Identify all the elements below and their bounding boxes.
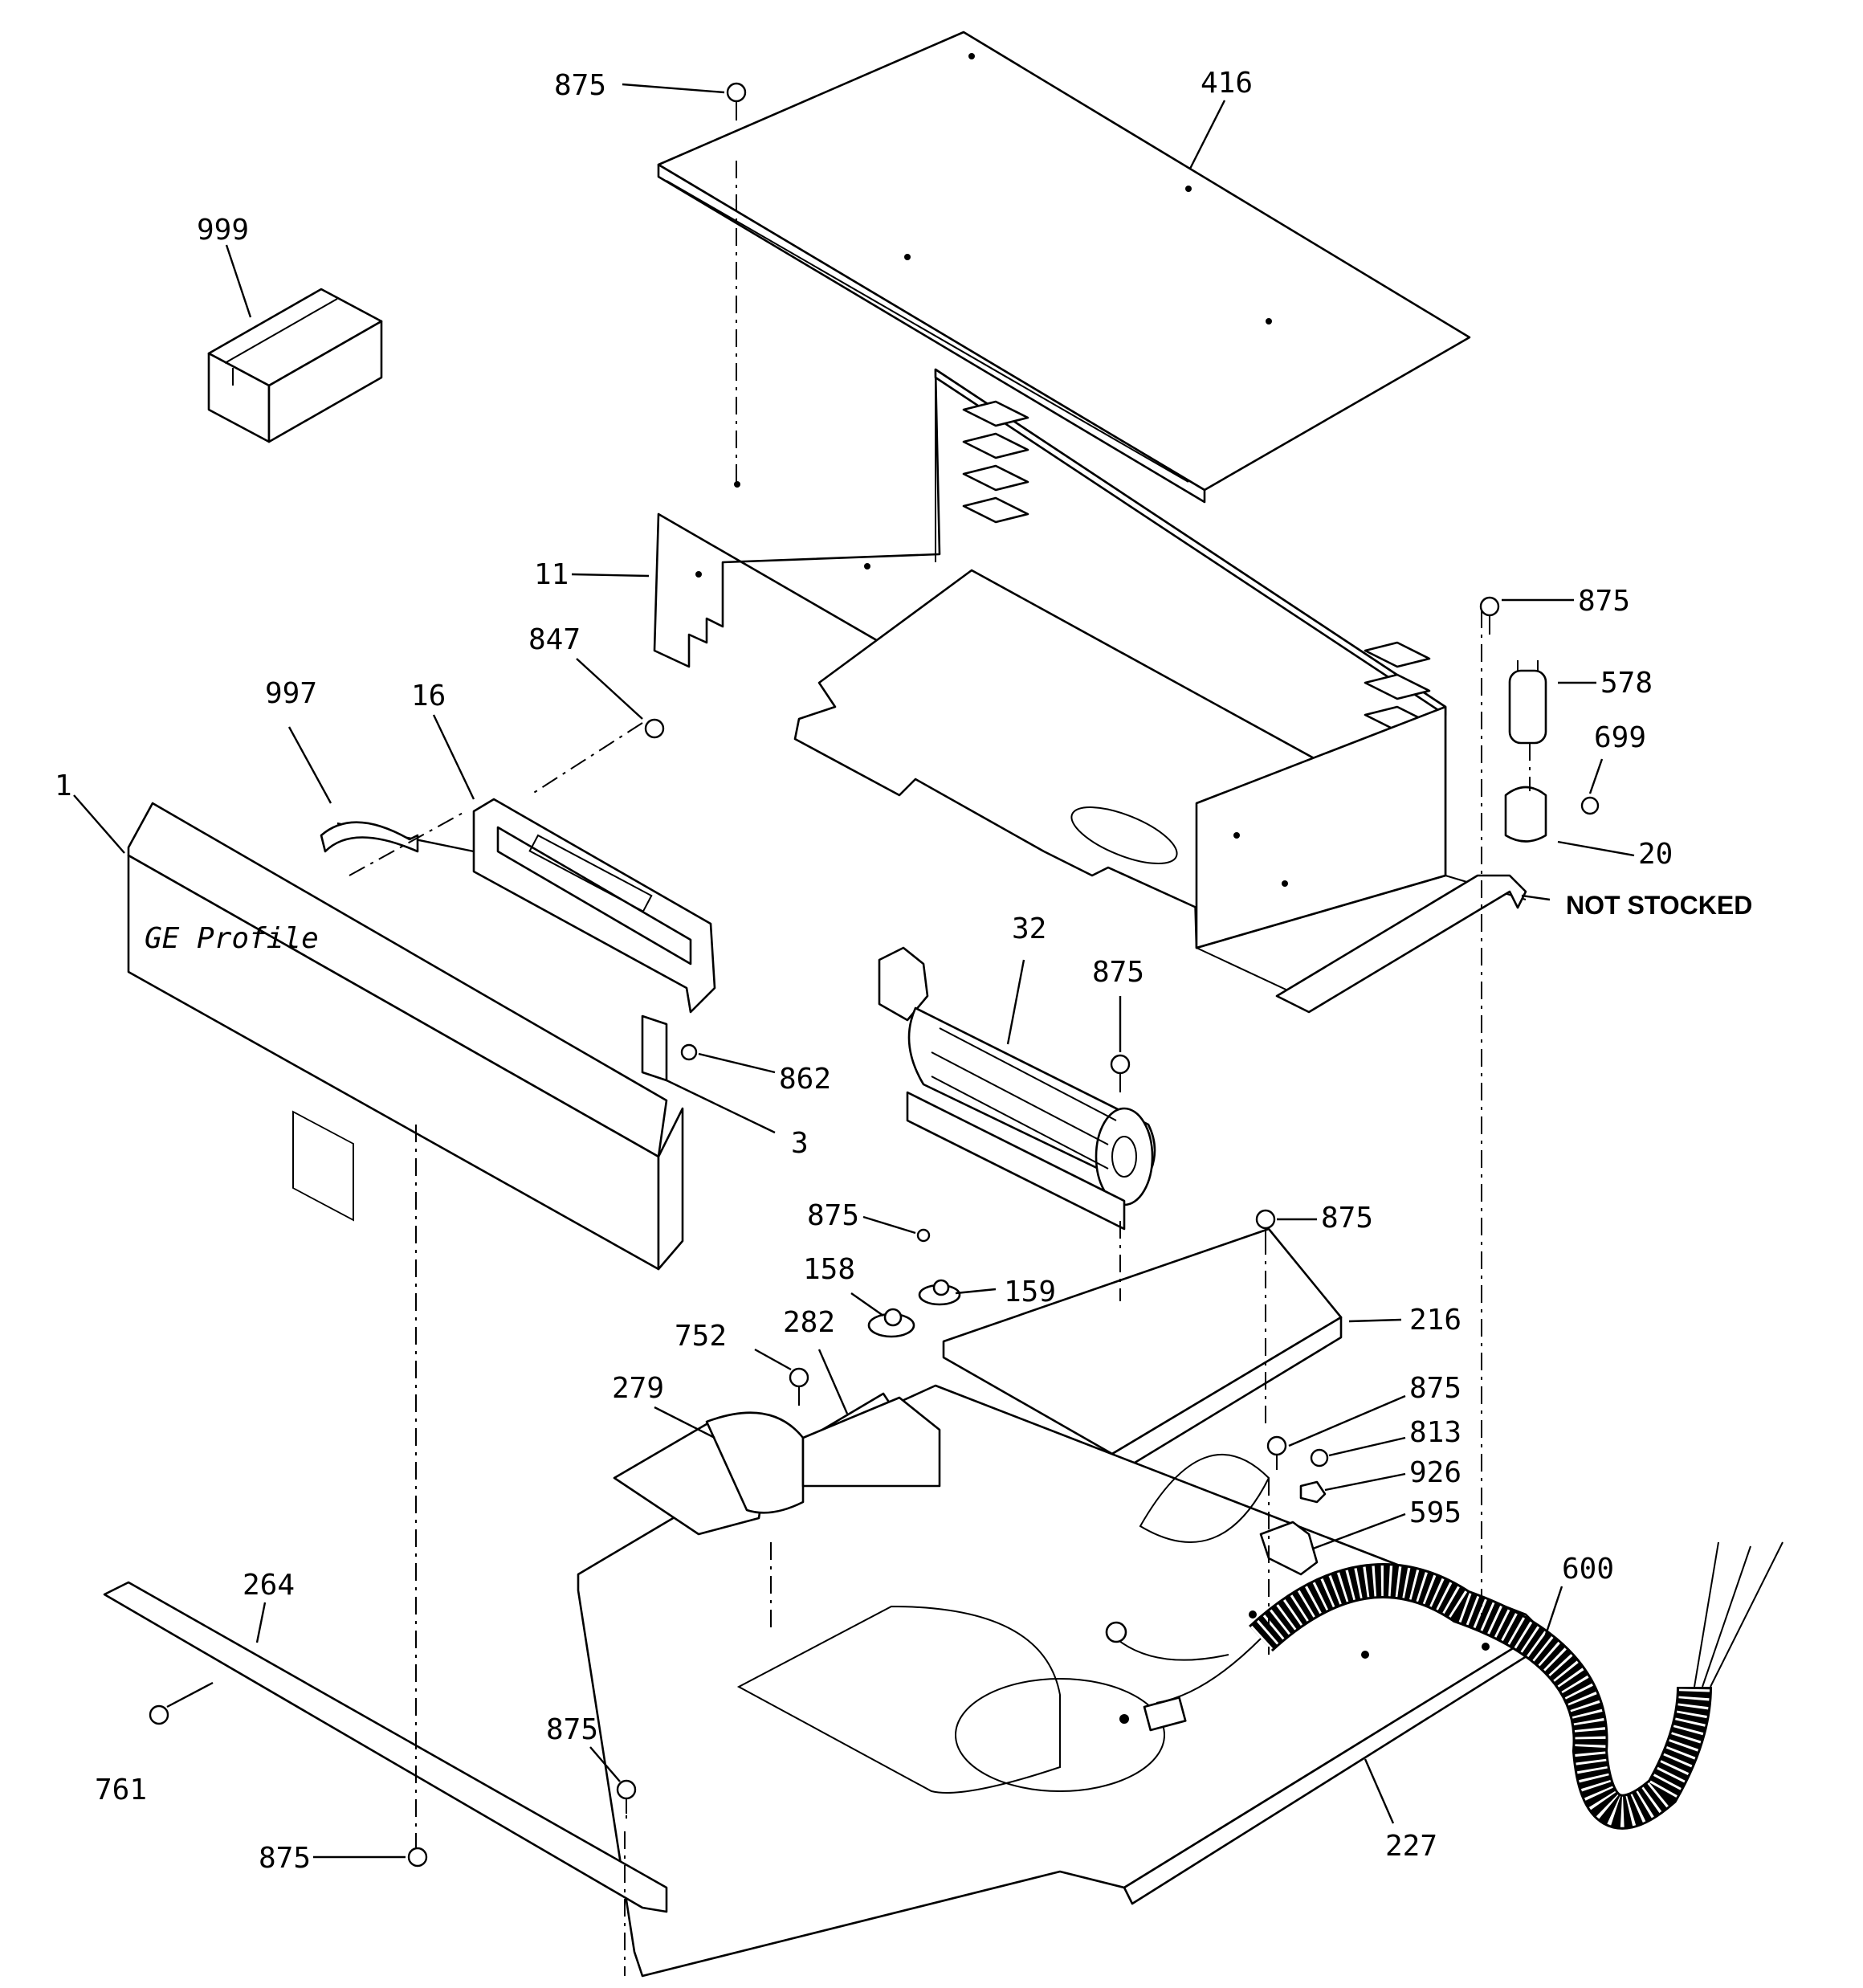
ribbon-cable-part-997: [320, 821, 419, 853]
fan-housing-part-279: [613, 1411, 805, 1536]
callout-158: 158: [803, 1253, 855, 1286]
top-cover-part-416: [657, 31, 1471, 504]
wire-harness-part-600: [1105, 1541, 1784, 1830]
callout-279: 279: [612, 1372, 664, 1405]
callout-595: 595: [1409, 1496, 1461, 1529]
callout-3: 3: [791, 1127, 809, 1160]
nut-part-926: [1299, 1480, 1327, 1504]
package-box-part-999: [207, 288, 383, 443]
callout-216: 216: [1409, 1304, 1461, 1337]
control-board-part-16: [336, 798, 716, 1014]
alignment-lines: [349, 161, 1531, 1976]
callout-32: 32: [1012, 912, 1046, 945]
callout-labels: 875 416 999 11 847 875 578 699 20 NOT ST…: [55, 67, 1752, 1875]
callout-875d: 875: [807, 1199, 859, 1232]
callout-997: 997: [265, 677, 317, 710]
screws: [149, 82, 1600, 1868]
clamp-part-20: [1504, 786, 1547, 843]
air-duct-part-282: [801, 1396, 941, 1488]
not-stocked-bracket: [1275, 874, 1527, 1014]
callout-264: 264: [243, 1569, 295, 1602]
callout-1: 1: [55, 769, 72, 802]
leader-lines: [73, 83, 1635, 1859]
trim-strip-part-264: [103, 1581, 668, 1913]
callout-20: 20: [1638, 838, 1673, 871]
callout-752: 752: [675, 1320, 727, 1353]
callout-999: 999: [197, 214, 249, 247]
callout-761: 761: [95, 1774, 147, 1806]
callout-16: 16: [411, 680, 446, 712]
blower-fan-part-32: [878, 946, 1156, 1231]
callout-875c: 875: [1092, 956, 1144, 989]
callout-862: 862: [779, 1063, 831, 1096]
callout-875a: 875: [554, 69, 606, 102]
thermostat-part-158: [867, 1308, 915, 1338]
callout-875h: 875: [259, 1842, 311, 1875]
callout-227: 227: [1385, 1830, 1437, 1863]
callout-416: 416: [1201, 67, 1253, 100]
callout-926: 926: [1409, 1456, 1461, 1489]
callout-578: 578: [1600, 667, 1653, 700]
callout-847: 847: [528, 623, 581, 656]
callout-282: 282: [783, 1306, 835, 1339]
callout-11: 11: [534, 558, 569, 591]
thermostat-part-159: [918, 1279, 961, 1306]
callout-600: 600: [1562, 1553, 1614, 1586]
wrapper-box-part-11: [653, 368, 1527, 1005]
callout-875g: 875: [546, 1713, 598, 1746]
callout-699: 699: [1594, 721, 1646, 754]
callout-813: 813: [1409, 1416, 1461, 1449]
not-stocked-label: NOT STOCKED: [1566, 891, 1752, 920]
callout-159: 159: [1004, 1276, 1056, 1308]
capacitor-part-578: [1508, 660, 1547, 745]
callout-875f: 875: [1409, 1372, 1461, 1405]
callout-875e: 875: [1321, 1202, 1373, 1235]
control-panel-part-1: GE Profile: [127, 802, 684, 1271]
svg-text:GE Profile: GE Profile: [145, 922, 319, 955]
callout-875b: 875: [1578, 585, 1630, 618]
